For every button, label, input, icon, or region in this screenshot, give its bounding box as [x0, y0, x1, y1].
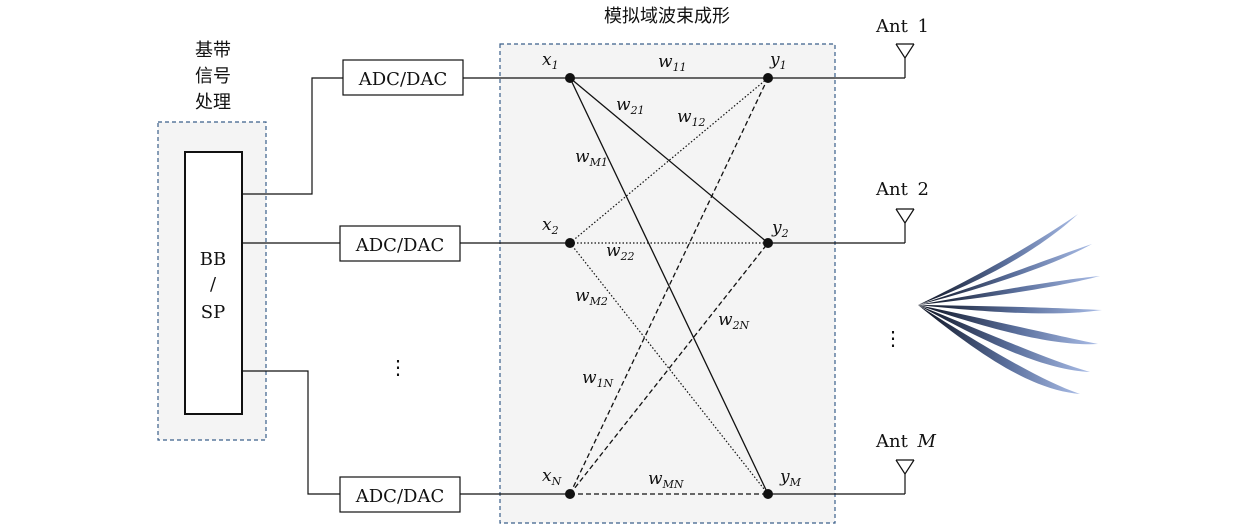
adc-dac-box-1 [342, 59, 464, 96]
adc-dac-box-3 [339, 476, 461, 513]
bb-sp-line-1: BB [200, 249, 226, 270]
bb-sp-line-3: SP [201, 302, 225, 323]
weight-label-w22: w22 [606, 241, 635, 263]
baseband-connections [242, 77, 343, 495]
weight-label-w21: w21 [616, 95, 645, 117]
input-label-x1: x1 [542, 50, 559, 72]
input-label-xN: xN [542, 466, 562, 488]
vertical-ellipsis-antennas: ⋮ [883, 326, 903, 350]
weight-label-wM2: wM2 [575, 286, 608, 308]
weight-connections-solid [569, 77, 769, 495]
input-node-x1 [565, 73, 575, 83]
weight-label-w11: w11 [658, 52, 687, 74]
weight-connections-dashed [569, 77, 769, 495]
antenna-label-1: Ant 1 [875, 16, 929, 37]
weight-label-wM1: wM1 [575, 147, 608, 169]
weight-label-w1N: w1N [582, 368, 614, 390]
output-label-y2: y2 [771, 218, 789, 240]
input-node-xN [565, 489, 575, 499]
adc-dac-label-2: ADC/DAC [355, 235, 444, 256]
input-label-x2: x2 [542, 215, 559, 237]
output-label-yM: yM [779, 467, 802, 489]
weight-label-w12: w12 [677, 107, 706, 129]
bb-sp-line-2: / [210, 274, 217, 295]
baseband-label-line-2: 信号 [195, 66, 231, 87]
weight-label-w2N: w2N [718, 310, 750, 332]
bb-sp-block [184, 151, 243, 415]
analog-beamforming-title: 模拟域波束成形 [604, 6, 730, 27]
weight-connections-dotted [569, 77, 769, 495]
converter-to-input-lines [460, 77, 570, 495]
baseband-label-line-1: 基带 [195, 40, 231, 61]
antenna-1-icon [895, 43, 915, 78]
antenna-M-icon [895, 459, 915, 494]
weight-label-wMN: wMN [648, 469, 684, 491]
beam-pattern-icon [918, 214, 1102, 394]
output-label-y1: y1 [769, 50, 787, 72]
adc-dac-label-1: ADC/DAC [358, 69, 447, 90]
baseband-label-line-3: 处理 [195, 92, 231, 113]
input-node-x2 [565, 238, 575, 248]
antenna-2-icon [895, 208, 915, 243]
adc-dac-label-3: ADC/DAC [355, 486, 444, 507]
vertical-ellipsis-converters: ⋮ [388, 355, 408, 379]
antenna-label-M: Ant M [875, 431, 937, 452]
antenna-label-2: Ant 2 [875, 179, 929, 200]
output-to-antenna-lines [768, 77, 905, 495]
